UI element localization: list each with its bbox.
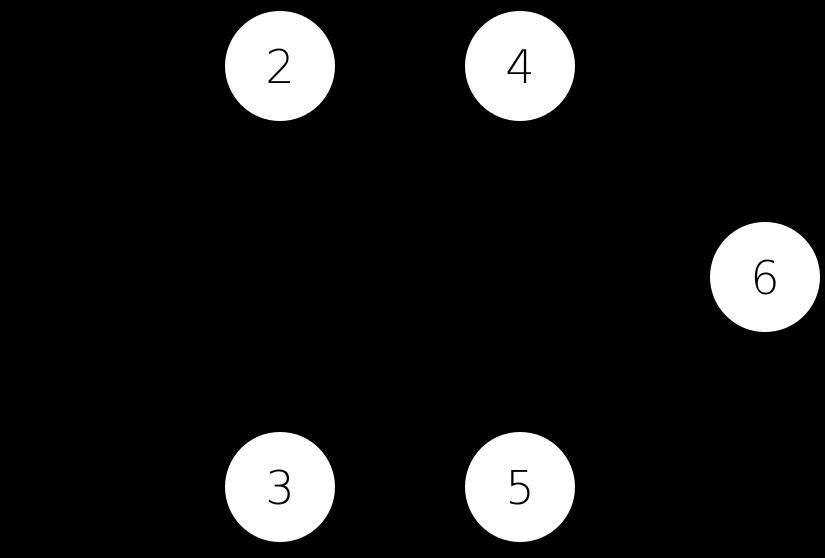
node-circle[interactable] [465,11,575,121]
graph-node-4[interactable]: 4 [465,11,575,121]
graph-node-2[interactable]: 2 [225,11,335,121]
graph-node-3[interactable]: 3 [225,432,335,542]
node-label: 3 [265,461,294,515]
graph-node-6[interactable]: 6 [710,222,820,332]
node-label: 6 [750,251,779,305]
node-label: 2 [265,40,294,94]
node-circle[interactable] [710,222,820,332]
node-layer: 2 4 6 3 5 [225,11,820,542]
node-circle[interactable] [465,432,575,542]
node-circle[interactable] [225,432,335,542]
node-circle[interactable] [225,11,335,121]
node-label: 4 [505,40,534,94]
node-label: 5 [505,461,534,515]
graph-node-5[interactable]: 5 [465,432,575,542]
